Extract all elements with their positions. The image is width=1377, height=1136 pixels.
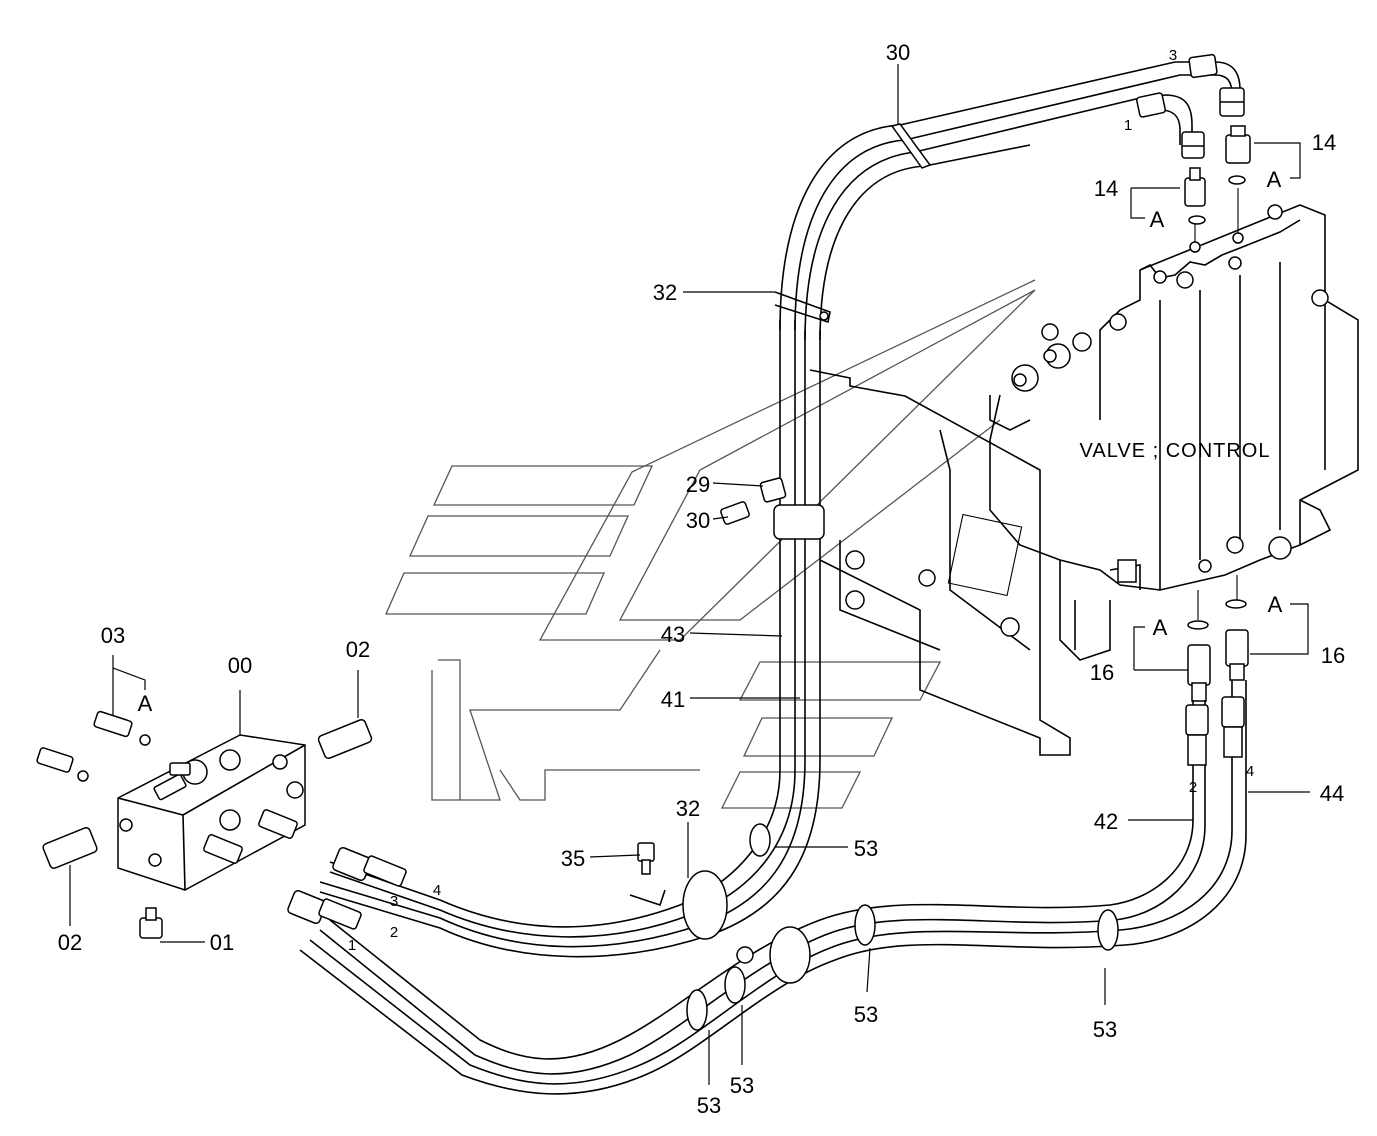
hoses xyxy=(287,53,1247,1095)
port-number: 4 xyxy=(1246,763,1254,780)
manifold-block xyxy=(36,710,373,939)
clamps xyxy=(629,123,1119,1031)
callout-43: 43 xyxy=(661,622,685,647)
port-numbers: 1 2 3 4 1 3 2 4 xyxy=(348,47,1254,954)
callout-53-e: 53 xyxy=(730,1073,754,1098)
callouts: 30 32 14 14 29 30 43 41 32 35 53 53 53 5… xyxy=(58,40,1345,1118)
callout-16-right: 16 xyxy=(1321,643,1345,668)
port-number: 3 xyxy=(1169,47,1177,64)
callout-44: 44 xyxy=(1320,781,1344,806)
bottom-fittings xyxy=(1187,575,1249,702)
callout-32-top: 30 xyxy=(886,40,910,65)
port-number: 2 xyxy=(390,924,398,941)
port-number: 4 xyxy=(433,882,441,899)
callout-42: 42 xyxy=(1094,809,1118,834)
callout-53-c: 53 xyxy=(1093,1017,1117,1042)
detail-mark-a: A xyxy=(1268,592,1283,617)
callout-35: 32 xyxy=(676,796,700,821)
callout-37: 35 xyxy=(561,846,585,871)
callout-29: 29 xyxy=(686,472,710,497)
callout-00: 00 xyxy=(228,653,252,678)
detail-mark-a: A xyxy=(1150,207,1165,232)
callout-14-right: 14 xyxy=(1312,130,1336,155)
callout-02-left: 02 xyxy=(58,930,82,955)
detail-mark-a: A xyxy=(1153,615,1168,640)
callout-53-d: 53 xyxy=(697,1093,721,1118)
callout-02-right: 02 xyxy=(346,637,370,662)
callout-53-a: 53 xyxy=(854,836,878,861)
detail-mark-a: A xyxy=(1267,167,1282,192)
port-number: 3 xyxy=(390,893,398,910)
detail-marks: A A A A A xyxy=(138,167,1283,716)
leader-lines xyxy=(69,64,1310,1085)
detail-mark-a: A xyxy=(138,691,153,716)
watermark-logo xyxy=(385,279,1036,809)
callout-41: 41 xyxy=(661,687,685,712)
callout-03: 03 xyxy=(101,623,125,648)
callout-30: 30 xyxy=(686,508,710,533)
top-fittings xyxy=(1184,125,1251,253)
port-number: 1 xyxy=(348,937,356,954)
callout-32-mid: 32 xyxy=(653,280,677,305)
component-label: VALVE ; CONTROL xyxy=(1080,440,1271,462)
callout-53-b: 53 xyxy=(854,1002,878,1027)
callout-14-left: 14 xyxy=(1094,176,1118,201)
port-number: 1 xyxy=(1124,117,1132,134)
callout-01: 01 xyxy=(210,930,234,955)
port-number: 2 xyxy=(1189,779,1197,796)
callout-16-left: 16 xyxy=(1090,660,1114,685)
control-valve xyxy=(809,204,1359,756)
